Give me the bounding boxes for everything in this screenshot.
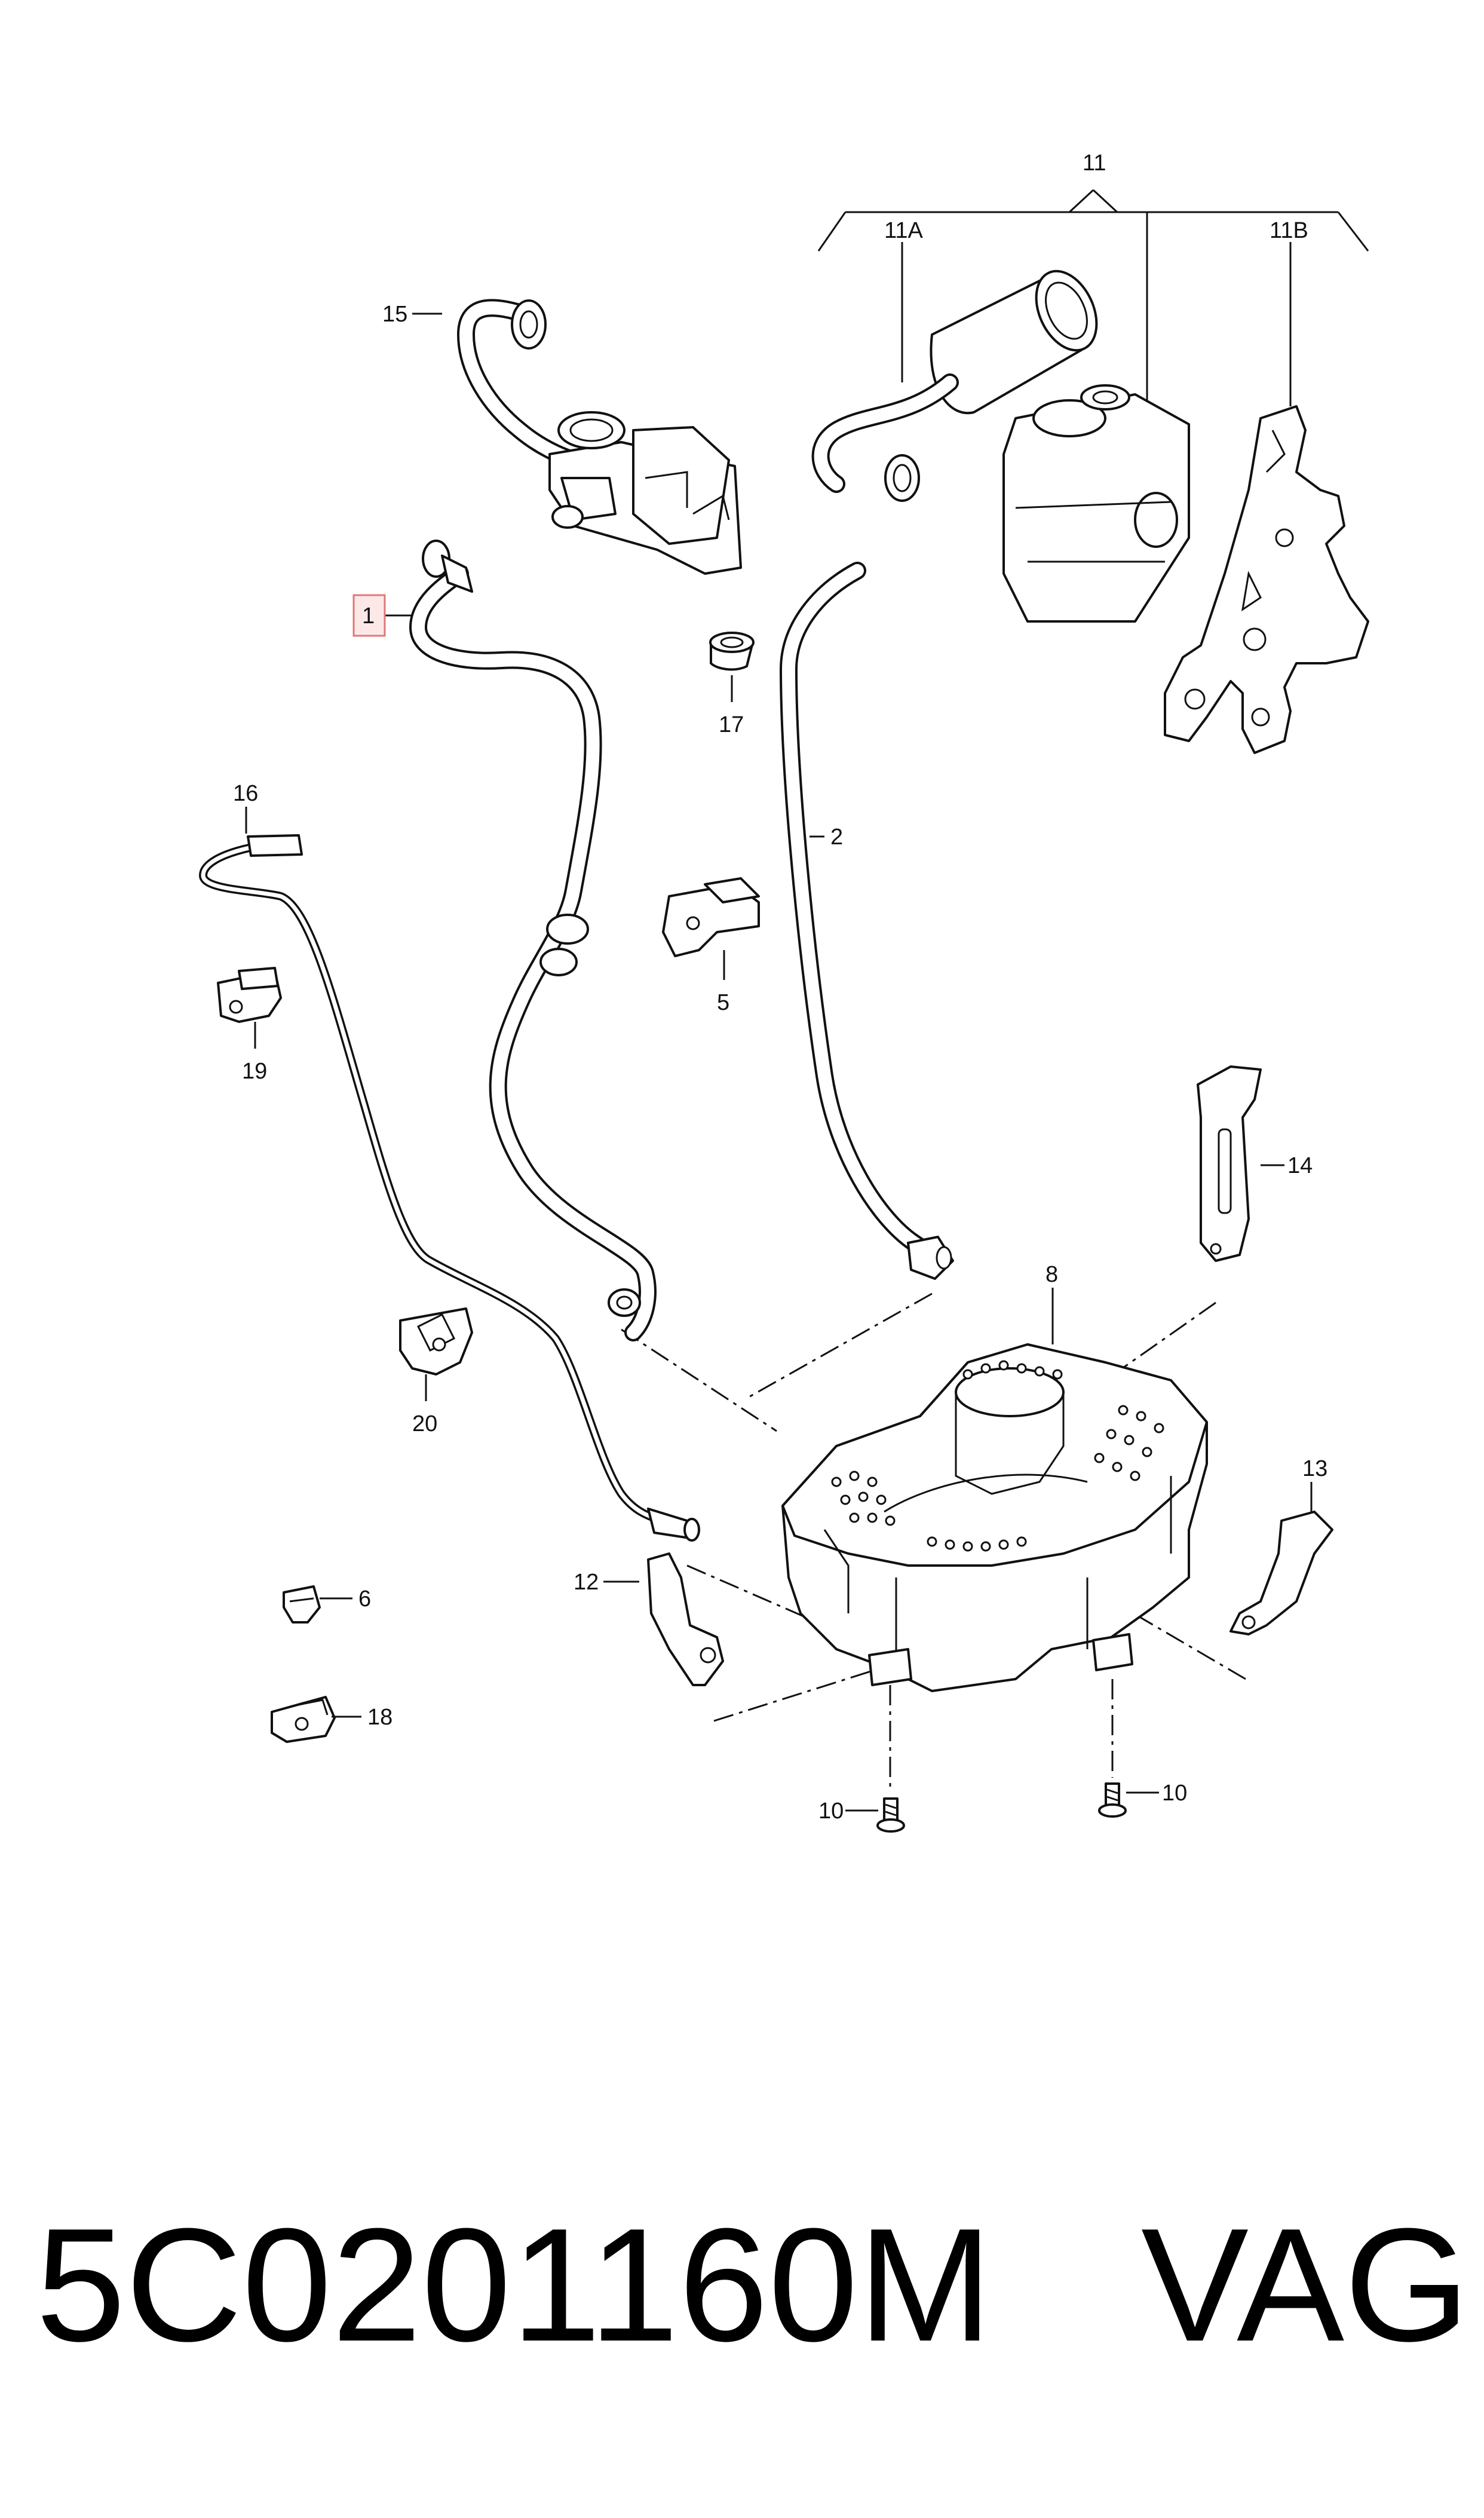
part-11-canister-valve: [811, 269, 1190, 623]
part-17-grommet: [709, 632, 755, 671]
part-10-screw-left: [876, 1797, 905, 1833]
part-11b-bracket: [1164, 405, 1369, 754]
label-11-bracket: [817, 189, 1369, 406]
part-16-pipe: [199, 834, 700, 1542]
label-16: 16: [233, 781, 258, 806]
label-11a: 11A: [884, 218, 923, 243]
label-17: 17: [719, 712, 744, 737]
part-18-clip: [271, 1696, 336, 1743]
part-10-screw-right: [1098, 1782, 1127, 1818]
label-12: 12: [574, 1570, 599, 1595]
part-number-text: 5C0201160M: [36, 2195, 993, 2375]
label-15: 15: [382, 302, 407, 327]
part-labels: 11 11A 11B 15 1 17 2 16 5 19 14 8 20 13 …: [233, 151, 1327, 1824]
part-20-clip: [399, 1307, 473, 1376]
part-6-clip: [283, 1585, 321, 1623]
label-6: 6: [358, 1586, 371, 1612]
housing-vent-holes: [831, 1360, 1164, 1552]
label-5: 5: [717, 990, 729, 1015]
part-5-clip: [662, 877, 760, 957]
label-20: 20: [412, 1411, 437, 1436]
label-11b: 11B: [1270, 218, 1308, 243]
part-19-clip: [217, 967, 282, 1023]
part-14-bracket: [1197, 1065, 1262, 1262]
highlight-box-label-1: [352, 594, 386, 637]
label-10-left: 10: [818, 1799, 844, 1824]
label-2: 2: [830, 825, 843, 850]
part-8-housing: [781, 1343, 1208, 1692]
label-18: 18: [367, 1705, 393, 1730]
part-13-bracket: [1229, 1511, 1333, 1635]
part-15-valve-assembly: [457, 299, 742, 575]
part-2-hose: [780, 562, 954, 1280]
label-8: 8: [1045, 1262, 1058, 1287]
label-leader-lines: [245, 313, 1313, 1812]
label-10-right: 10: [1162, 1781, 1187, 1806]
label-19: 19: [242, 1059, 267, 1084]
label-14: 14: [1287, 1153, 1313, 1178]
part-12-bracket: [647, 1552, 724, 1686]
label-11: 11: [1083, 151, 1106, 176]
label-1: 1: [362, 604, 375, 629]
brand-text: VAG: [1141, 2195, 1470, 2375]
label-13: 13: [1302, 1456, 1327, 1481]
part-1-hose: [409, 540, 657, 1341]
